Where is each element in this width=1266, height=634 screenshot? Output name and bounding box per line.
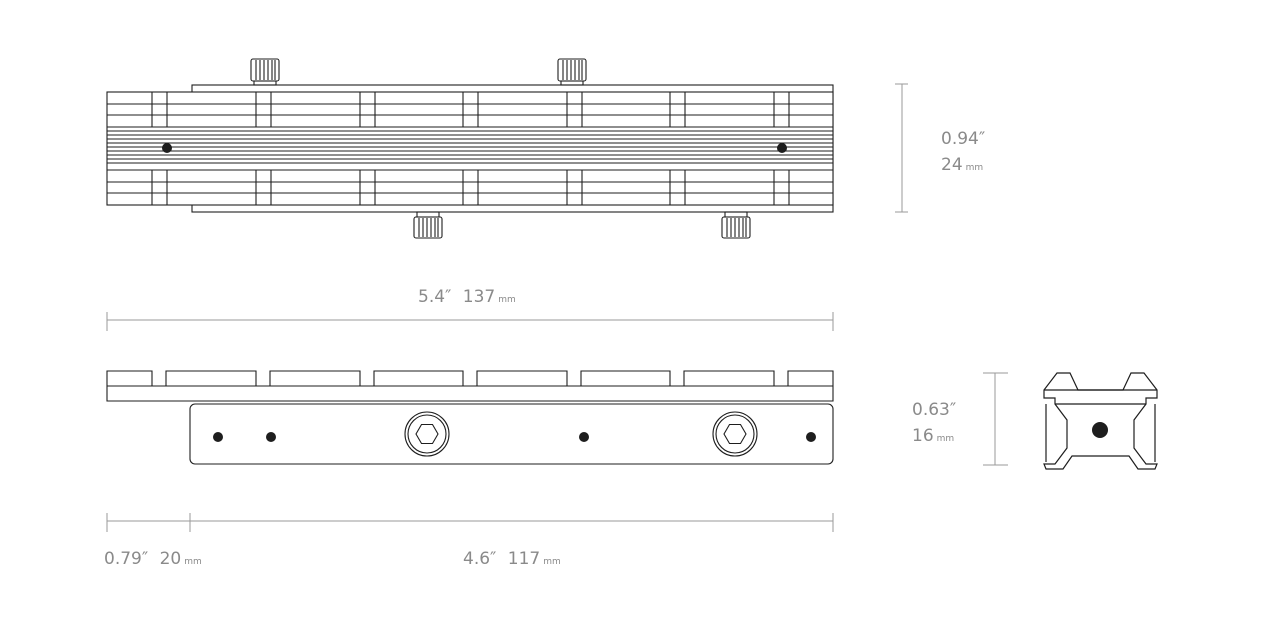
dim-line-offset [106, 513, 191, 532]
dim-line-length-total [106, 312, 834, 331]
end-view-hole [1092, 422, 1108, 438]
height-side-unit: mm [936, 434, 955, 444]
dim-line-height-side [983, 372, 1008, 466]
end-view-profile [1043, 372, 1158, 470]
height-side-inch: 0.63″ [912, 400, 957, 420]
dim-line-length-base [190, 513, 834, 532]
screw-knob-top-right [557, 58, 587, 86]
dim-line-height-top [895, 83, 908, 213]
top-hole-left [162, 143, 172, 153]
length-base-inch: 4.6″ [463, 549, 497, 569]
hex-bolt-right [712, 411, 758, 457]
length-total-inch: 5.4″ [418, 287, 452, 307]
height-top-inch: 0.94″ [941, 129, 986, 149]
screw-knob-top-left [250, 58, 280, 86]
length-total-unit: mm [498, 295, 516, 305]
screw-knob-bottom-right [721, 211, 751, 239]
height-side-mm: 16 [912, 426, 934, 446]
side-base-plate [189, 403, 834, 465]
top-rail-body [106, 91, 834, 206]
side-hole-3 [579, 432, 589, 442]
screw-knob-bottom-left [413, 211, 443, 239]
offset-inch: 0.79″ [104, 549, 149, 569]
height-top-mm: 24 [941, 155, 963, 175]
side-hole-2 [266, 432, 276, 442]
top-rail-lines [107, 103, 833, 194]
top-rail-slots [151, 92, 790, 205]
length-base-mm: 117 [507, 549, 541, 569]
side-hole-4 [806, 432, 816, 442]
top-view [106, 58, 834, 239]
length-total-mm: 137 [462, 287, 496, 307]
top-hole-right [777, 143, 787, 153]
height-top-unit: mm [965, 163, 984, 173]
side-view [106, 370, 834, 465]
offset-mm: 20 [159, 549, 182, 569]
length-base-unit: mm [543, 557, 561, 567]
hex-bolt-left [404, 411, 450, 457]
side-hole-1 [213, 432, 223, 442]
offset-unit: mm [184, 557, 202, 567]
